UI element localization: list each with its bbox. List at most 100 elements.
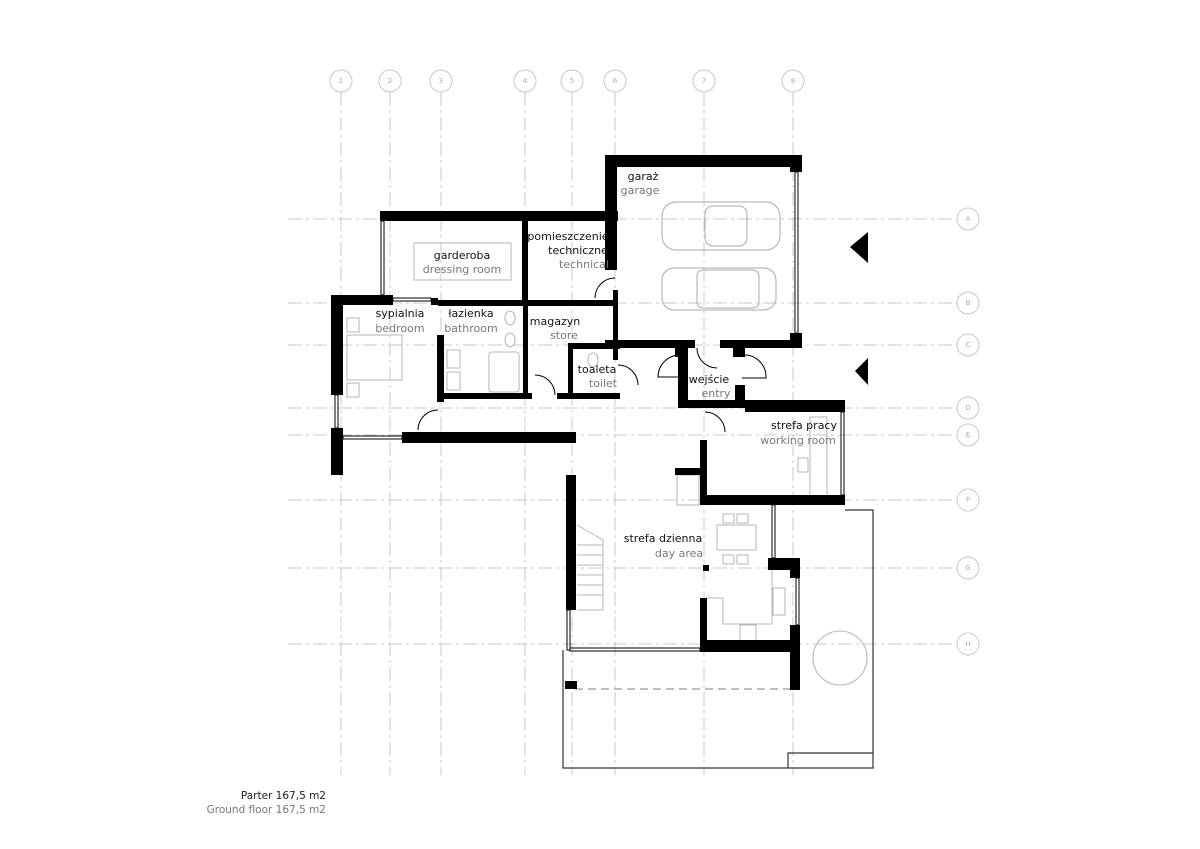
wall-segment xyxy=(700,640,800,652)
grid-bubble xyxy=(956,333,980,357)
wall-segment xyxy=(733,348,745,357)
wardrobe xyxy=(413,242,512,281)
wall-segment xyxy=(380,211,618,221)
label-technical-en: technical xyxy=(559,258,609,271)
grid-bubble xyxy=(956,423,980,447)
label-entry-en: entry xyxy=(701,387,731,400)
windows xyxy=(334,171,845,652)
label-dressing-en: dressing room xyxy=(423,263,501,276)
terrace-outline xyxy=(562,509,874,769)
grid-bubble xyxy=(560,69,584,93)
sink xyxy=(772,587,786,616)
furniture xyxy=(346,201,868,686)
wall-segment xyxy=(523,305,528,399)
label-bedroom-en: bedroom xyxy=(375,322,424,335)
wall-segment xyxy=(700,598,707,652)
garage-entry-arrow xyxy=(850,232,868,263)
wall-segment xyxy=(431,298,438,305)
wall-segment xyxy=(568,343,573,399)
label-dressing-pl: garderoba xyxy=(434,249,491,262)
stairs xyxy=(577,544,603,596)
label-bathroom-pl: łazienka xyxy=(448,307,493,320)
label-working-pl: strefa pracy xyxy=(771,419,837,432)
wall-segment xyxy=(438,393,532,399)
entrance-arrows xyxy=(850,232,868,385)
grid-label: 6 xyxy=(613,77,618,85)
wall-segment xyxy=(678,400,745,408)
grid-bubble xyxy=(956,556,980,580)
wall-segment xyxy=(790,155,802,172)
label-day-pl: strefa dzienna xyxy=(624,532,702,545)
label-store-pl: magazyn xyxy=(530,315,580,328)
label-bathroom-en: bathroom xyxy=(444,322,497,335)
wall-segment xyxy=(331,295,343,395)
grid-bubble xyxy=(692,69,716,93)
label-technical-pl2: techniczne xyxy=(548,244,608,257)
label-garage-pl: garaż xyxy=(628,170,659,183)
wall-segment xyxy=(790,625,800,690)
wall-segment xyxy=(331,295,393,305)
wall-segment xyxy=(720,340,802,348)
grid-bubble xyxy=(956,632,980,656)
grid-bubble xyxy=(781,69,805,93)
wall-segment xyxy=(605,340,695,348)
grid-label: G xyxy=(965,564,970,572)
wall-segment xyxy=(675,468,700,475)
label-day-en: day area xyxy=(655,547,703,560)
grid-label: 7 xyxy=(702,77,706,85)
main-entry-arrow xyxy=(855,358,868,385)
wall-segment xyxy=(605,155,617,270)
cooktop xyxy=(739,624,757,642)
grid-label: 2 xyxy=(388,77,392,85)
car-top xyxy=(661,201,781,251)
grid-label: D xyxy=(965,404,970,412)
grid-label: E xyxy=(966,431,970,439)
dining-table xyxy=(716,524,757,551)
wall-segment xyxy=(402,432,576,443)
wall-segment xyxy=(565,681,577,689)
label-garage-en: garage xyxy=(621,184,660,197)
grid-label: 8 xyxy=(791,77,795,85)
grid-label: 3 xyxy=(439,77,443,85)
label-store-en: store xyxy=(550,329,578,342)
wall-segment xyxy=(735,385,745,408)
label-toilet-en: toilet xyxy=(589,377,618,390)
label-bedroom-pl: sypialnia xyxy=(376,307,425,320)
grid-bubble xyxy=(513,69,537,93)
wall-segment xyxy=(557,393,620,399)
grid-label: 4 xyxy=(523,77,528,85)
grid-label: F xyxy=(966,496,970,504)
bathtub xyxy=(488,351,520,393)
wall-segment xyxy=(605,155,802,167)
wall-segment xyxy=(678,348,688,408)
door-swings xyxy=(417,277,767,433)
wall-segment xyxy=(700,440,707,505)
wall-segment xyxy=(438,300,618,306)
grid-bubble xyxy=(956,488,980,512)
wall-segment xyxy=(745,400,845,412)
wall-segment xyxy=(568,343,620,349)
grid-label: 5 xyxy=(570,77,574,85)
label-technical-pl1: pomieszczenie xyxy=(527,230,608,243)
bed xyxy=(346,334,403,381)
walls xyxy=(331,155,845,690)
wall-segment xyxy=(700,495,845,505)
grid-label: A xyxy=(966,215,971,223)
room-labels: garderoba dressing room pomieszczenie te… xyxy=(375,170,837,560)
grid-label: B xyxy=(966,299,971,307)
grid-bubble xyxy=(956,207,980,231)
wall-segment xyxy=(675,348,685,357)
car-bottom xyxy=(661,267,777,311)
grid-label: C xyxy=(966,341,971,349)
grid-bubble xyxy=(956,291,980,315)
wall-segment xyxy=(703,565,709,571)
wall-segment xyxy=(437,335,444,402)
round-table xyxy=(812,630,868,686)
grid-bubble xyxy=(329,69,353,93)
grid-bubble xyxy=(378,69,402,93)
floor-area-caption-en: Ground floor 167,5 m2 xyxy=(206,804,326,816)
wall-segment xyxy=(566,475,576,610)
label-working-en: working room xyxy=(760,434,836,447)
